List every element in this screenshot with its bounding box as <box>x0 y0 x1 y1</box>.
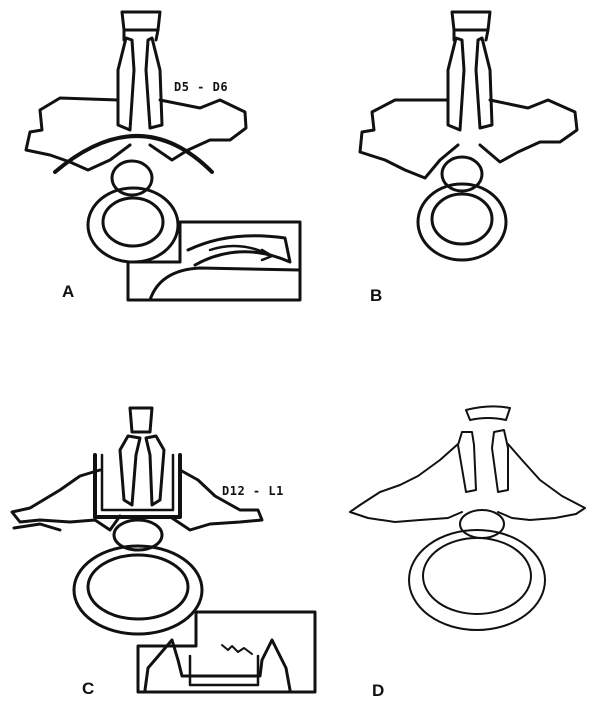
panel-c-label: C <box>82 679 94 699</box>
panel-d-body-inner <box>423 538 531 614</box>
panel-c-retractor-outer <box>95 455 180 517</box>
panel-d-spine-top <box>466 406 510 420</box>
panel-c-level-label: D12 - L1 <box>222 484 284 498</box>
panel-b-body-inner <box>432 194 492 244</box>
panel-c-left-process <box>120 436 140 505</box>
panel-d-right-process <box>492 430 508 492</box>
panel-a-body-inner <box>103 198 163 246</box>
panel-a-level-label: D5 - D6 <box>174 80 228 94</box>
panel-d-pedicle <box>460 510 504 538</box>
panel-b-right-facet <box>476 38 492 128</box>
panel-c-left-transverse <box>12 470 120 530</box>
panel-b-right-transverse <box>480 100 577 162</box>
panel-c-body-inner <box>88 555 188 619</box>
panel-a-left-facet <box>118 38 134 130</box>
panel-c-inset-profile <box>145 640 290 690</box>
panel-a-label: A <box>62 282 74 302</box>
panel-a-inset-box <box>128 222 300 300</box>
panel-b-label: B <box>370 286 382 306</box>
panel-d-left-process <box>458 432 476 492</box>
panel-b-left-facet <box>448 38 464 130</box>
panel-c-inset-suture <box>222 645 252 654</box>
panel-c-inset-clip <box>190 656 258 685</box>
panel-c-right-process <box>146 436 164 505</box>
panel-d-vertebra <box>350 406 585 630</box>
panel-d-right-transverse <box>498 444 585 520</box>
panel-c-body-outer <box>74 546 202 634</box>
panel-d-label: D <box>372 681 384 701</box>
panel-a-inset-body <box>150 268 300 300</box>
panel-a-right-facet <box>146 38 162 128</box>
panel-a-spine-top <box>122 12 160 30</box>
panel-b-vertebra <box>360 12 577 260</box>
panel-c-right-transverse <box>172 470 262 530</box>
panel-b-spine-top <box>452 12 490 30</box>
panel-c-spine-top <box>130 408 152 432</box>
panel-d-left-transverse <box>350 444 462 522</box>
panel-a-left-transverse <box>26 98 130 170</box>
panel-a-vertebra <box>26 12 300 300</box>
panel-a-right-transverse <box>150 100 246 160</box>
panel-a-inset-disc <box>188 236 290 265</box>
panel-c-vertebra <box>12 408 315 692</box>
